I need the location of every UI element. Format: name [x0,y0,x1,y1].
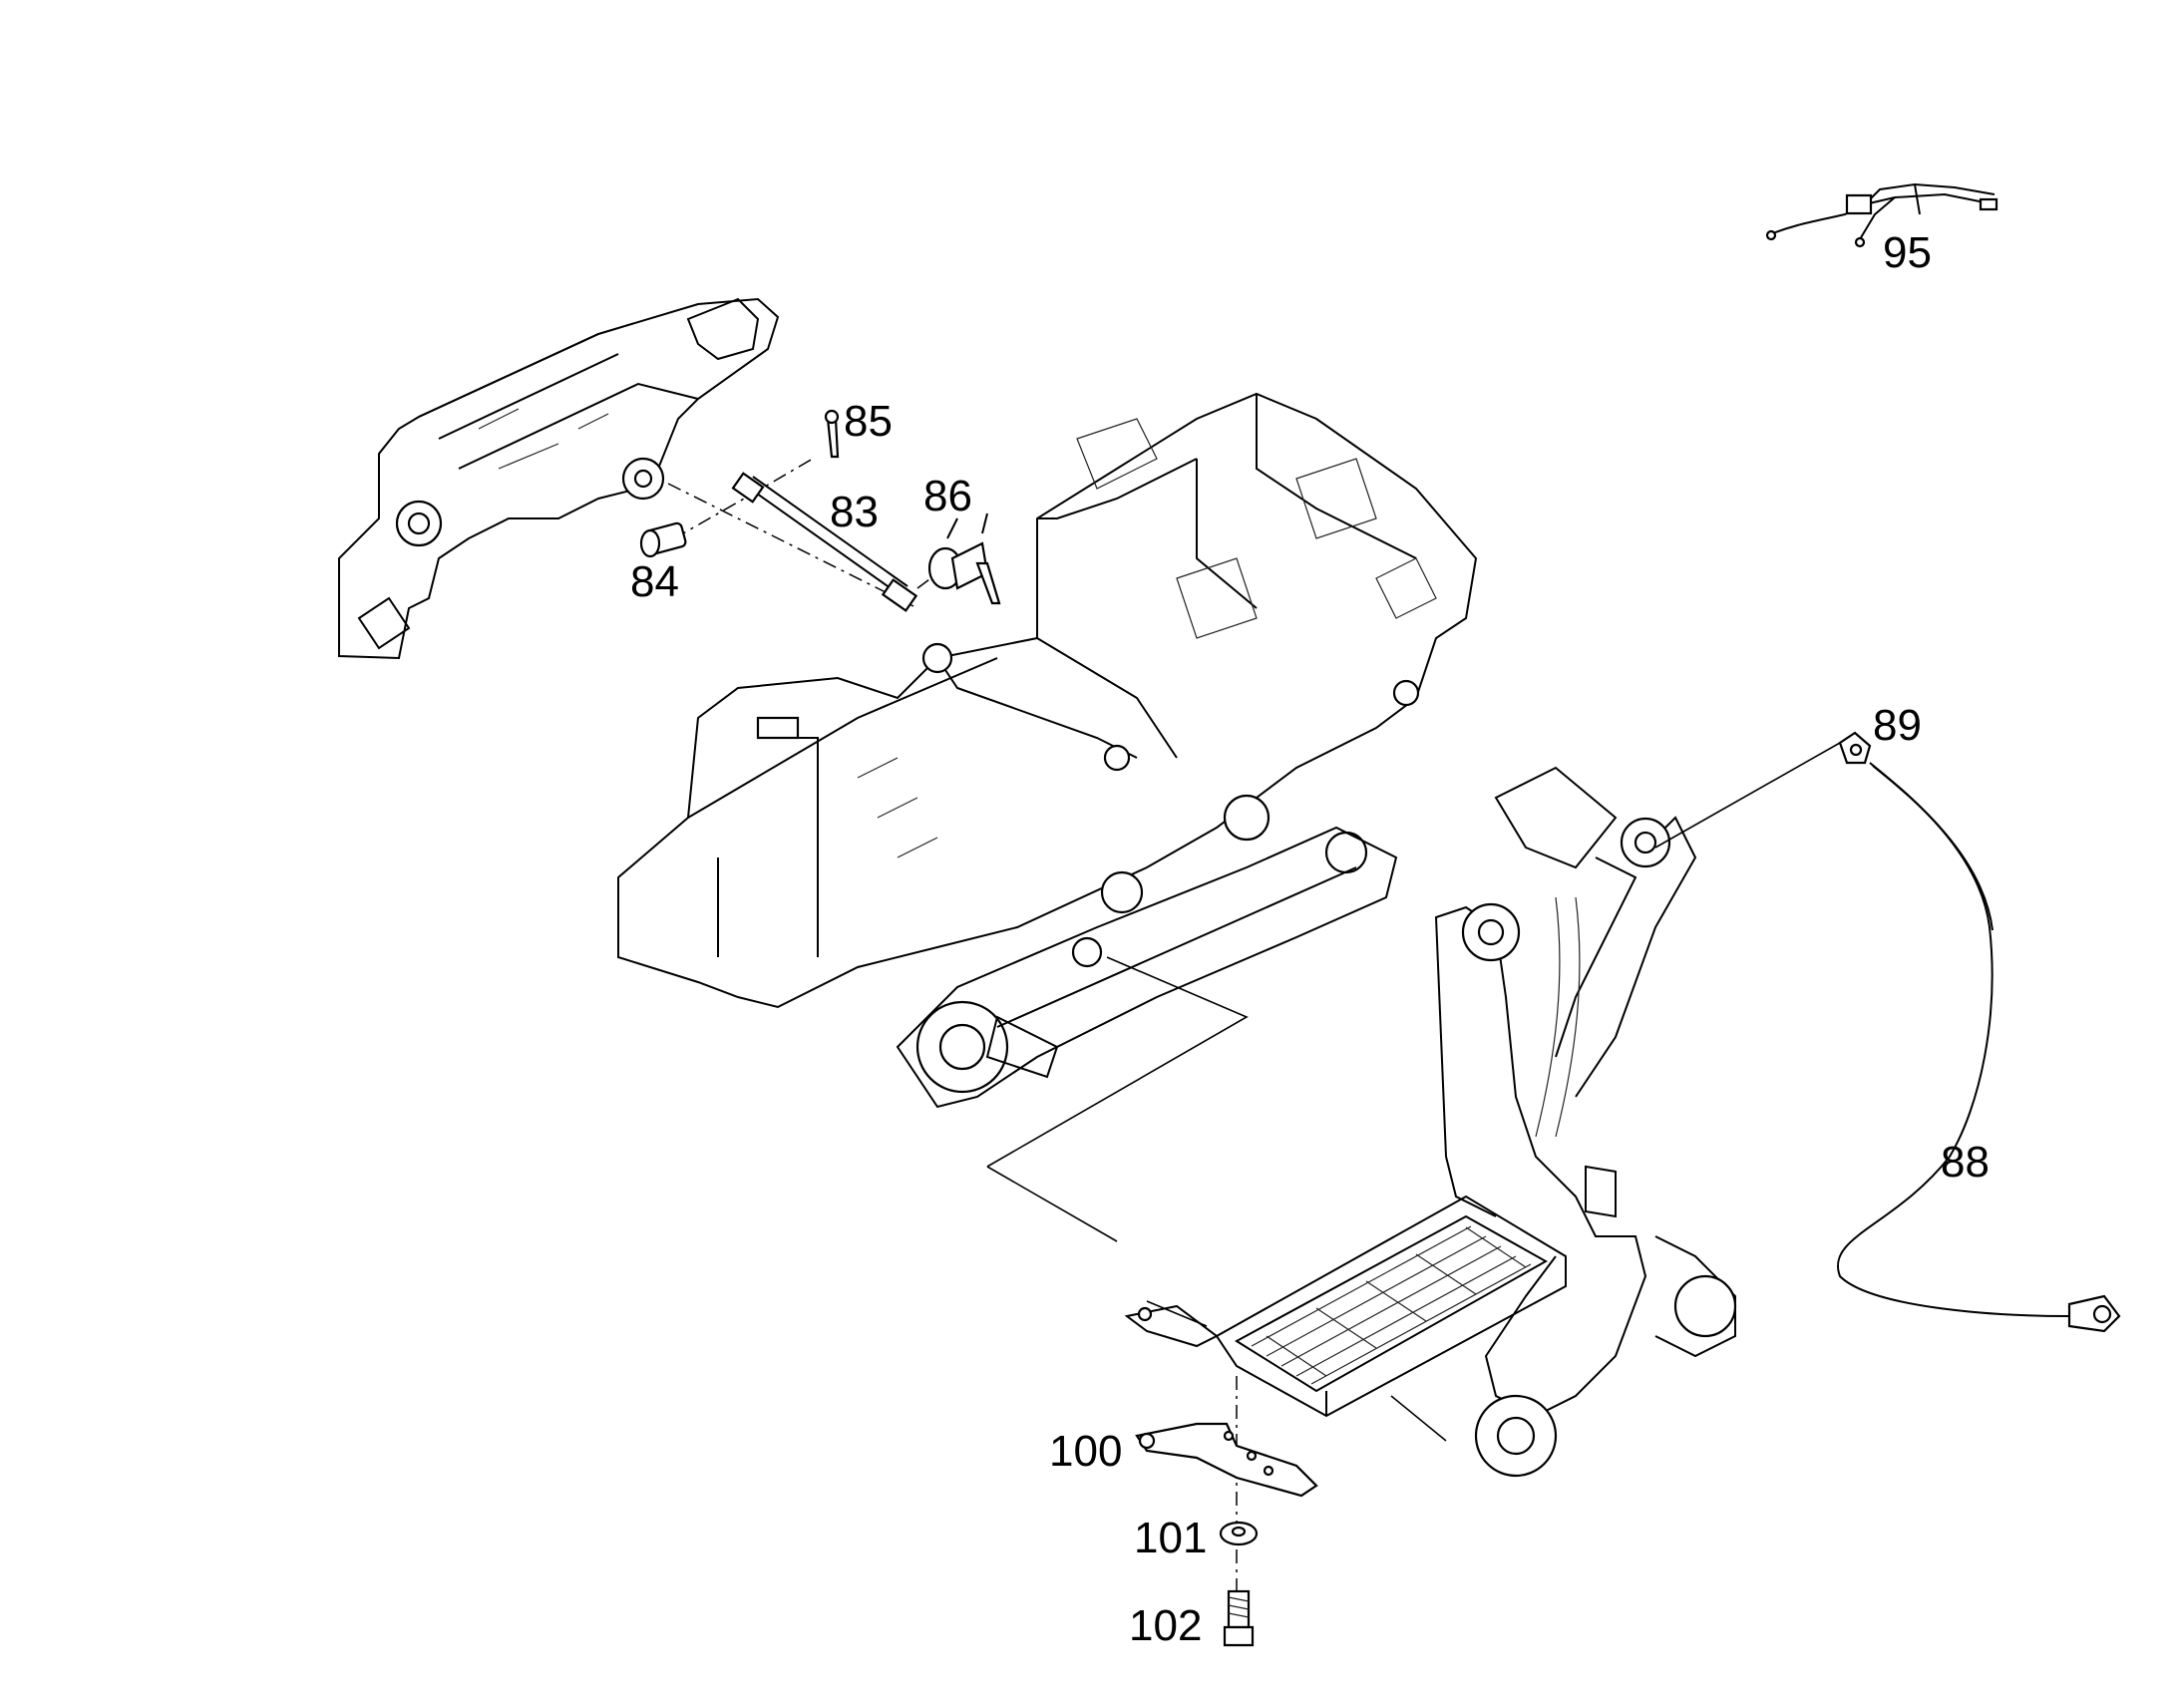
callout-labels: 95 85 83 86 84 89 88 100 101 102 [630,228,1990,1650]
callout-85: 85 [844,397,893,446]
callout-connection-lines [986,742,1841,1442]
callout-83: 83 [830,488,879,536]
cable-88 [1837,762,2121,1333]
loader-arm-assembly [1434,766,1737,1478]
callout-100: 100 [1049,1427,1122,1476]
callout-86: 86 [923,472,972,520]
linch-pin-85 [824,409,840,459]
callout-101: 101 [1134,1514,1207,1562]
bolt-102 [1223,1589,1255,1647]
callout-89: 89 [1873,701,1922,750]
callout-95: 95 [1883,228,1932,277]
callout-88: 88 [1941,1138,1990,1187]
callout-102: 102 [1129,1601,1202,1650]
clamp-bolt-86 [916,512,1001,605]
bracket-100 [1135,1376,1318,1635]
callout-84: 84 [630,557,679,606]
track-roller-assembly [896,826,1398,1109]
washer-101 [1219,1521,1259,1546]
wiring-harness-95 [1765,182,1998,248]
boom-frame-assembly [338,297,780,660]
step-platform [1124,1195,1567,1418]
pin-84 [639,521,687,558]
stabilizer-rod-83 [647,458,918,612]
sensor-89 [1838,731,1872,765]
main-chassis-frame [617,392,1478,1009]
